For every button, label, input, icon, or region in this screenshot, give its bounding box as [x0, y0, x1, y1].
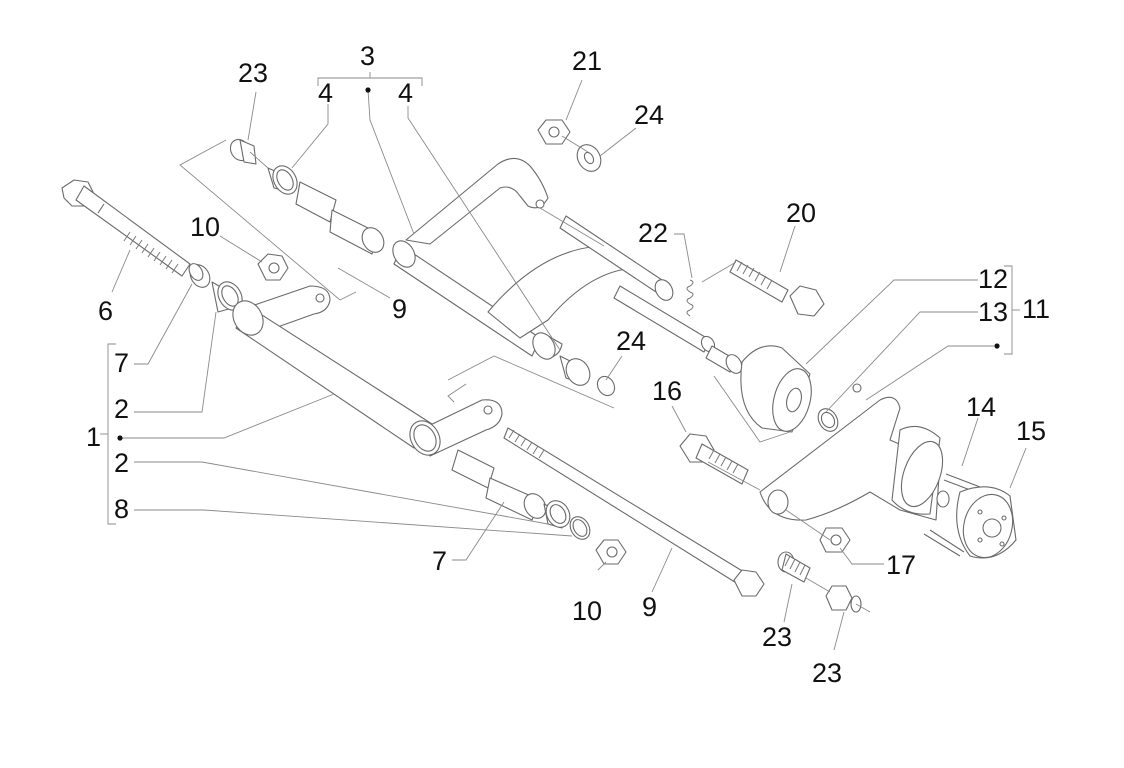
part-screw-21[interactable] — [777, 551, 811, 583]
part-silent-block-12[interactable] — [740, 345, 818, 436]
callout-19[interactable]: 21 — [572, 46, 602, 76]
part-spacer-tube-9[interactable] — [295, 181, 388, 256]
assembly-guide-lines — [179, 135, 871, 613]
callout-1[interactable]: 1 — [86, 422, 101, 452]
part-bolt-5[interactable] — [61, 179, 191, 277]
callout-13[interactable]: 13 — [978, 297, 1008, 327]
part-bushing-13[interactable] — [814, 405, 842, 435]
callout-10-lower[interactable]: 10 — [572, 596, 602, 626]
callout-17[interactable]: 17 — [886, 550, 916, 580]
callout-4-left[interactable]: 4 — [318, 78, 333, 108]
part-spacer-23-upper[interactable] — [227, 136, 257, 165]
part-seal-ring-7-lower[interactable] — [566, 513, 594, 543]
part-bracket-3[interactable] — [388, 157, 676, 363]
callout-23-upper[interactable]: 23 — [238, 58, 268, 88]
callout-18[interactable]: 20 — [786, 198, 816, 228]
callout-3[interactable]: 3 — [360, 41, 375, 71]
callout-22[interactable]: 23 — [812, 658, 842, 688]
part-spring-20[interactable] — [686, 279, 694, 317]
callout-12[interactable]: 12 — [978, 264, 1008, 294]
part-spacer-tube-6[interactable] — [451, 449, 550, 522]
part-long-bolt-8[interactable] — [503, 427, 765, 597]
part-nut-17[interactable] — [819, 527, 851, 553]
part-flange-nut-19[interactable] — [537, 119, 571, 145]
callout-9[interactable]: 9 — [392, 294, 407, 324]
part-housing-11[interactable] — [759, 383, 951, 521]
callout-8[interactable]: 9 — [642, 592, 657, 622]
part-rubber-mount-15[interactable] — [956, 486, 1020, 563]
part-washer-24[interactable] — [572, 140, 605, 175]
callout-6[interactable]: 7 — [432, 546, 447, 576]
part-clip-14[interactable] — [923, 473, 989, 557]
part-bolt-16[interactable] — [679, 433, 749, 485]
callout-24[interactable]: 24 — [634, 100, 664, 130]
callout-15[interactable]: 15 — [1016, 416, 1046, 446]
callout-7-upper[interactable]: 7 — [114, 348, 129, 378]
callout-5[interactable]: 6 — [98, 296, 113, 326]
part-seal-ring-7-upper[interactable] — [186, 261, 214, 291]
part-spacer-23-lower[interactable] — [559, 354, 618, 398]
part-nut-10-lower[interactable] — [595, 539, 627, 565]
part-bushing-4-upper[interactable] — [267, 162, 302, 199]
part-shaft[interactable] — [613, 285, 745, 376]
callout-20[interactable]: 22 — [638, 218, 668, 248]
callout-16[interactable]: 16 — [652, 376, 682, 406]
callout-labels: 3 4 4 23 21 24 20 22 10 6 9 12 13 11 24 … — [86, 41, 1050, 688]
callout-10-upper[interactable]: 10 — [190, 212, 220, 242]
part-nut-22[interactable] — [825, 585, 862, 613]
leader-lines — [100, 72, 1027, 651]
part-nut-10-upper[interactable] — [257, 253, 289, 281]
callout-14[interactable]: 14 — [966, 392, 996, 422]
callout-2-upper[interactable]: 2 — [114, 394, 129, 424]
callout-7-lower[interactable]: 8 — [114, 494, 129, 524]
callout-11[interactable]: 11 — [1022, 294, 1050, 324]
part-bearing-2-lower[interactable] — [541, 496, 574, 531]
callout-21[interactable]: 23 — [762, 622, 792, 652]
part-bolt-18[interactable] — [729, 259, 825, 317]
group-dot-11 — [994, 343, 1000, 349]
callout-23-lower[interactable]: 24 — [616, 326, 646, 356]
group-dot-1 — [117, 435, 123, 441]
callout-2-lower[interactable]: 2 — [114, 448, 129, 478]
part-swing-arm-1[interactable] — [227, 285, 503, 461]
callout-4-right[interactable]: 4 — [398, 78, 413, 108]
group-dot-3 — [365, 87, 371, 93]
